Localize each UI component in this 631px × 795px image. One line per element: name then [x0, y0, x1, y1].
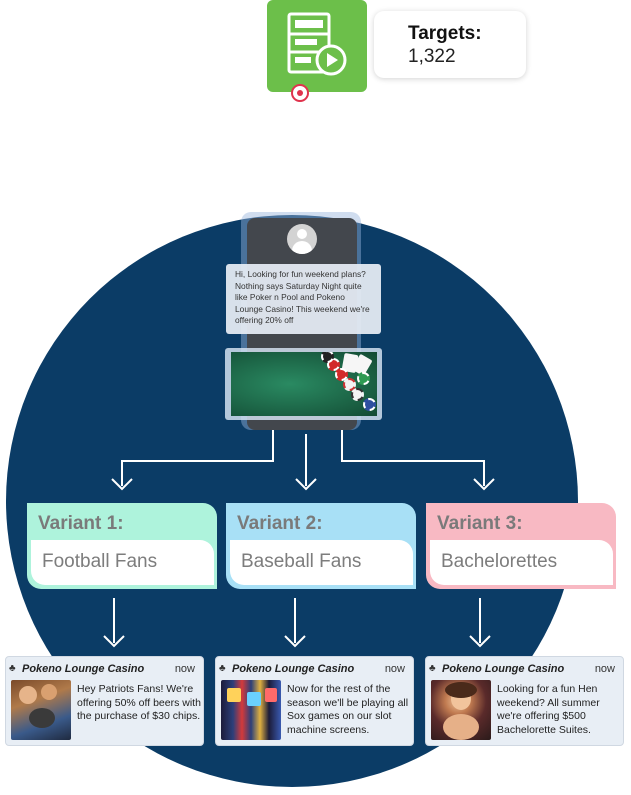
- notification-time: now: [594, 663, 615, 675]
- variant-2-card[interactable]: Variant 2: Baseball Fans: [226, 503, 416, 589]
- casino-logo-icon: ♣: [429, 663, 436, 674]
- campaign-server-tile[interactable]: [267, 0, 367, 92]
- variant-3-title: Variant 3:: [437, 513, 523, 534]
- sms-message-bubble: Hi, Looking for fun weekend plans? Nothi…: [226, 264, 381, 334]
- targets-card: Targets: 1,322: [374, 11, 526, 78]
- slot-machines-photo: [221, 680, 281, 740]
- variant-2-audience: Baseball Fans: [230, 540, 413, 585]
- notification-brand: Pokeno Lounge Casino: [232, 663, 355, 675]
- variant-3-audience: Bachelorettes: [430, 540, 613, 585]
- notification-brand: Pokeno Lounge Casino: [22, 663, 145, 675]
- variant-2-title: Variant 2:: [237, 513, 323, 534]
- variant-1-card[interactable]: Variant 1: Football Fans: [27, 503, 217, 589]
- notification-card[interactable]: ♣ Pokeno Lounge Casino now Now for the r…: [215, 656, 414, 746]
- casino-logo-icon: ♣: [219, 663, 226, 674]
- variant-1-audience: Football Fans: [31, 540, 214, 585]
- notification-message: Now for the rest of the season we'll be …: [287, 683, 409, 736]
- football-fans-photo: [11, 680, 71, 740]
- notification-brand: Pokeno Lounge Casino: [442, 663, 565, 675]
- variant-1-title: Variant 1:: [38, 513, 124, 534]
- notification-message: Hey Patriots Fans! We're offering 50% of…: [77, 683, 201, 722]
- notification-time: now: [174, 663, 195, 675]
- contact-avatar-icon: [287, 224, 317, 254]
- bachelorette-photo: [431, 680, 491, 740]
- notification-time: now: [384, 663, 405, 675]
- notification-card[interactable]: ♣ Pokeno Lounge Casino now Looking for a…: [425, 656, 624, 746]
- casino-logo-icon: ♣: [9, 663, 16, 674]
- poker-table-image: [231, 352, 377, 416]
- targets-label: Targets:: [408, 23, 482, 44]
- targets-count: 1,322: [408, 46, 456, 67]
- connection-dot-icon[interactable]: [291, 84, 309, 102]
- variant-3-card[interactable]: Variant 3: Bachelorettes: [426, 503, 616, 589]
- server-play-icon: [287, 12, 347, 76]
- notification-message: Looking for a fun Hen weekend? All summe…: [497, 683, 600, 736]
- notification-card[interactable]: ♣ Pokeno Lounge Casino now Hey Patriots …: [5, 656, 204, 746]
